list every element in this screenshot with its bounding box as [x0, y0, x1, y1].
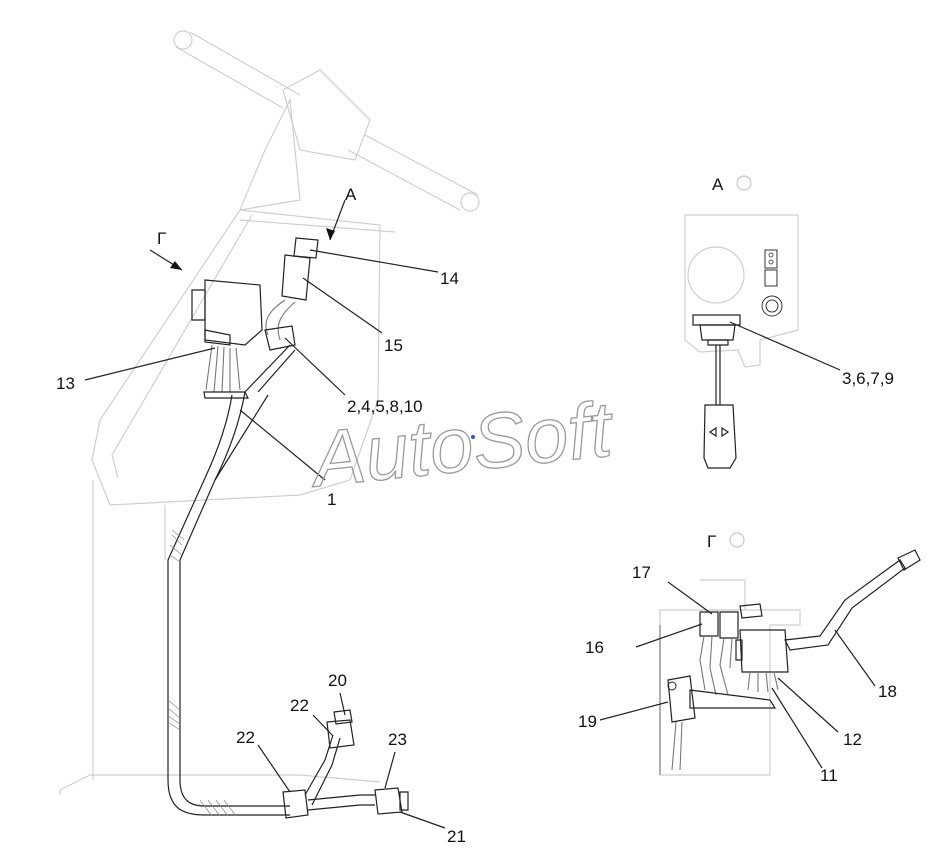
callout-22-lower: 22: [236, 728, 255, 747]
watermark-dot: [471, 435, 475, 439]
callout-21: 21: [447, 827, 466, 846]
callout-22-upper: 22: [290, 696, 309, 715]
callout-19: 19: [578, 712, 597, 731]
callout-13: 13: [56, 374, 75, 393]
view-g-detail: [599, 532, 921, 776]
wiring-harness-main: [167, 237, 409, 819]
view-arrows: [149, 199, 346, 271]
view-a-detail: [684, 175, 841, 469]
callout-17: 17: [632, 563, 651, 582]
callout-15: 15: [384, 336, 403, 355]
leader-lines-main: [84, 249, 446, 829]
view-a-title: А: [712, 175, 724, 194]
callout-14: 14: [440, 269, 459, 288]
arrow-g-label: Г: [157, 229, 166, 248]
callout-23: 23: [388, 730, 407, 749]
callout-12: 12: [843, 730, 862, 749]
callout-11: 11: [820, 766, 838, 785]
callout-18: 18: [878, 682, 897, 701]
callout-20: 20: [328, 671, 347, 690]
callout-16: 16: [585, 638, 604, 657]
callout-3-6-7-9: 3,6,7,9: [842, 369, 894, 388]
arrow-a-label: А: [345, 185, 357, 204]
callout-2-4-5-8-10: 2,4,5,8,10: [347, 397, 423, 416]
view-g-title: Г: [707, 532, 716, 551]
callout-1: 1: [327, 490, 336, 509]
